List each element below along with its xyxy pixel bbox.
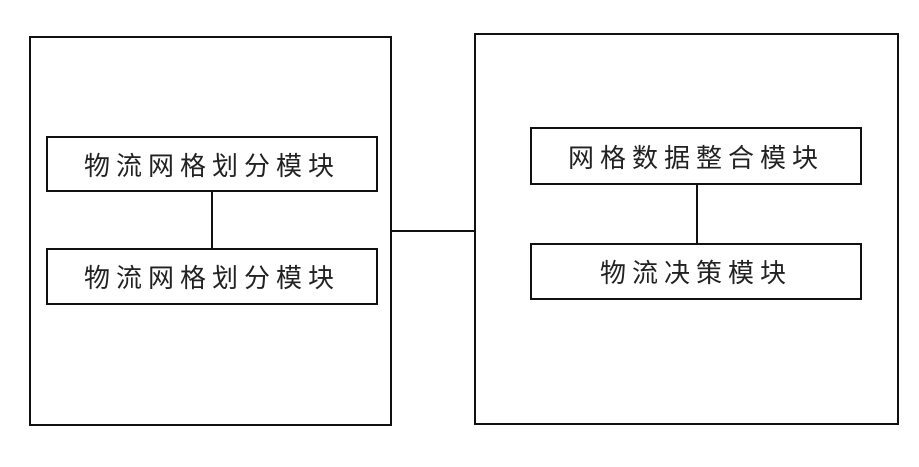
panel-connector bbox=[392, 230, 474, 232]
module-label: 物流网格划分模块 bbox=[84, 146, 340, 183]
logistics-decision-module: 物流决策模块 bbox=[530, 243, 862, 300]
left-module-connector bbox=[211, 192, 213, 248]
module-label: 物流决策模块 bbox=[600, 253, 792, 290]
module-label: 物流网格划分模块 bbox=[84, 258, 340, 295]
grid-data-integration-module: 网格数据整合模块 bbox=[530, 127, 862, 185]
right-system-panel bbox=[474, 33, 899, 425]
module-label: 网格数据整合模块 bbox=[568, 138, 824, 175]
right-module-connector bbox=[696, 185, 698, 243]
logistics-grid-division-module-1: 物流网格划分模块 bbox=[46, 136, 378, 192]
logistics-grid-division-module-2: 物流网格划分模块 bbox=[46, 248, 378, 305]
